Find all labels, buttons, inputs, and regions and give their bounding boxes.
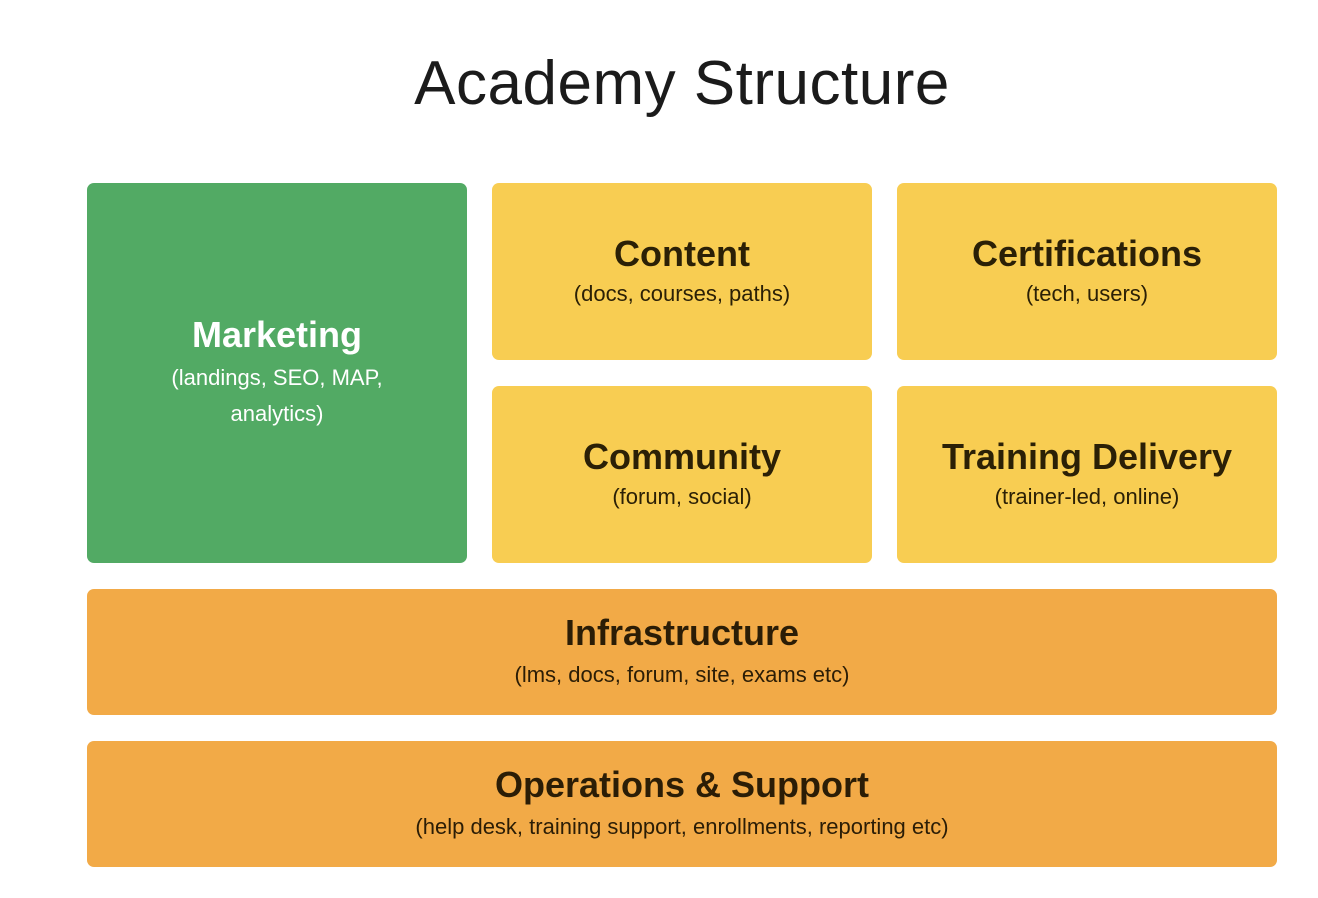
block-certifications: Certifications (tech, users) bbox=[897, 183, 1277, 360]
block-operations-support-detail: (help desk, training support, enrollment… bbox=[415, 814, 949, 839]
block-infrastructure-detail: (lms, docs, forum, site, exams etc) bbox=[514, 662, 850, 687]
block-infrastructure-name: Infrastructure bbox=[564, 612, 800, 653]
block-certifications-name: Certifications bbox=[971, 232, 1203, 274]
block-training-delivery: Training Delivery (trainer-led, online) bbox=[897, 386, 1277, 563]
block-operations-support-name: Operations & Support bbox=[494, 764, 869, 805]
block-content-name: Content bbox=[614, 232, 750, 274]
block-community: Community (forum, social) bbox=[492, 386, 872, 563]
block-operations-support: Operations & Support (help desk, trainin… bbox=[87, 741, 1277, 867]
diagram-title: Academy Structure bbox=[414, 49, 950, 118]
block-community-name: Community bbox=[583, 435, 781, 477]
block-training-delivery-name: Training Delivery bbox=[941, 435, 1233, 477]
block-infrastructure: Infrastructure (lms, docs, forum, site, … bbox=[87, 589, 1277, 715]
block-training-delivery-detail: (trainer-led, online) bbox=[994, 483, 1180, 509]
block-marketing-detail: (landings, SEO, MAP, analytics) bbox=[171, 365, 383, 426]
block-content-detail: (docs, courses, paths) bbox=[573, 280, 791, 306]
block-content: Content (docs, courses, paths) bbox=[492, 183, 872, 360]
block-certifications-detail: (tech, users) bbox=[1025, 280, 1149, 306]
block-marketing-name: Marketing bbox=[191, 314, 363, 355]
block-community-detail: (forum, social) bbox=[612, 483, 752, 509]
block-marketing: Marketing (landings, SEO, MAP, analytics… bbox=[87, 183, 467, 563]
